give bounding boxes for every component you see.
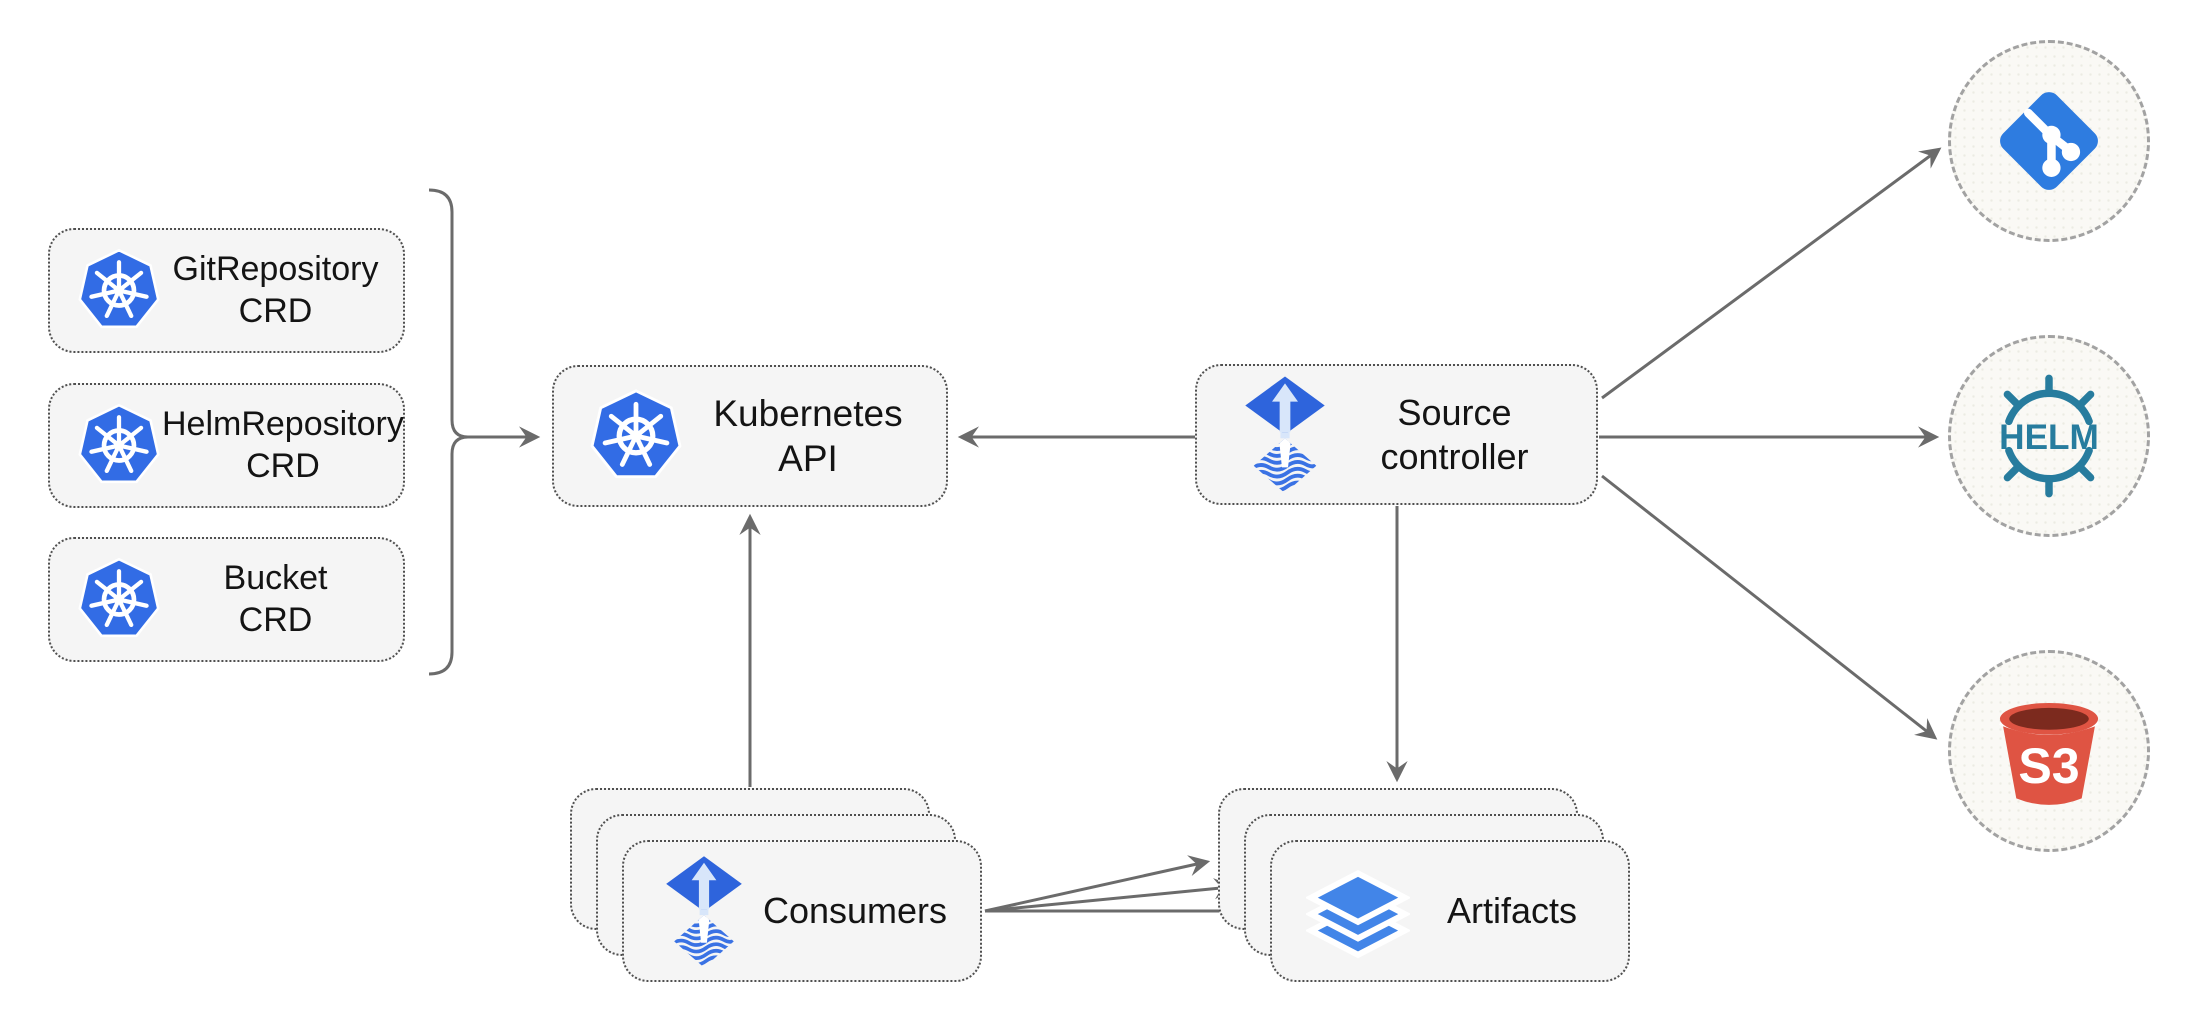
- arrow-consumers-to-artifacts-2: [984, 878, 1236, 913]
- kubernetes-icon: [76, 246, 162, 335]
- node-label: Source controller: [1380, 391, 1529, 477]
- kubernetes-icon: [76, 401, 162, 490]
- node-label: Bucket CRD: [223, 559, 328, 639]
- node-kubernetes-api: Kubernetes API: [552, 365, 948, 507]
- node-label: Artifacts: [1446, 890, 1578, 931]
- bracket-crds: [428, 188, 469, 676]
- node-artifacts: Artifacts: [1270, 840, 1630, 982]
- node-label: Consumers: [762, 890, 948, 931]
- node-s3-source: S3: [1948, 650, 2150, 852]
- node-label: GitRepository CRD: [172, 250, 379, 330]
- helm-wordmark: HELM: [1999, 418, 2099, 457]
- node-label: Kubernetes API: [713, 392, 903, 479]
- node-label: HelmRepository CRD: [162, 405, 404, 485]
- arrow-consumers-to-artifacts-1: [984, 855, 1211, 913]
- node-helmrepository-crd: HelmRepository CRD: [48, 383, 405, 508]
- node-consumers: Consumers: [622, 840, 982, 982]
- node-gitrepository-crd: GitRepository CRD: [48, 228, 405, 353]
- s3-wordmark: S3: [2018, 738, 2079, 794]
- flux-icon: [1243, 374, 1327, 495]
- node-helm-source: HELM: [1948, 335, 2150, 537]
- s3-bucket-icon: S3: [1989, 685, 2109, 818]
- arrow-source-to-s3: [1601, 474, 1938, 740]
- git-icon: [1988, 80, 2110, 202]
- arrow-source-to-git: [1601, 147, 1942, 400]
- kubernetes-icon: [588, 386, 684, 486]
- helm-icon: HELM: [1985, 372, 2113, 500]
- node-source-controller: Source controller: [1195, 364, 1598, 505]
- node-git-source: [1948, 40, 2150, 242]
- layers-icon: [1306, 863, 1410, 960]
- node-bucket-crd: Bucket CRD: [48, 537, 405, 662]
- kubernetes-icon: [76, 555, 162, 644]
- flux-icon: [664, 854, 744, 969]
